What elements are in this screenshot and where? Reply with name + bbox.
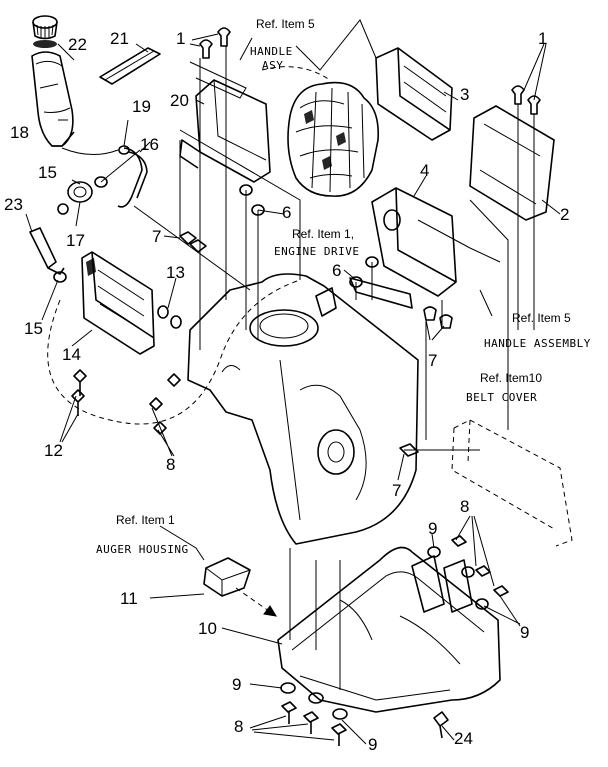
callout-19: 19 — [132, 97, 151, 116]
part-2-cover — [469, 105, 555, 221]
part-22-cap — [32, 15, 58, 48]
part-3-bracket — [375, 47, 453, 141]
part-1-screws-top — [199, 27, 541, 115]
part-11-block — [203, 557, 251, 597]
callout-7-right: 7 — [428, 351, 438, 370]
part-20-bracket — [179, 61, 271, 183]
part-13-washer — [157, 305, 182, 329]
callout-20: 20 — [170, 91, 189, 110]
callout-1-top-right: 1 — [538, 29, 548, 48]
ref-handle-top-line1: HANDLE — [250, 45, 293, 58]
part-21-strip — [99, 47, 161, 85]
callout-1-top-left: 1 — [176, 29, 186, 48]
part-24-bolt — [433, 711, 449, 739]
callout-6-lower: 6 — [332, 261, 342, 280]
callout-9-bottom: 9 — [368, 735, 378, 754]
part-17-knob — [57, 149, 141, 215]
callout-14: 14 — [62, 345, 81, 364]
ref-handle-top: Ref. Item 5 — [256, 17, 315, 31]
part-12-bolts — [71, 369, 87, 416]
callout-leaders — [25, 19, 561, 745]
assembly-lines — [47, 46, 535, 690]
part-7-bolts — [179, 231, 453, 457]
auger-housing-sketch — [187, 273, 419, 545]
callout-3: 3 — [460, 85, 470, 104]
part-18-chute — [31, 51, 75, 147]
callout-11: 11 — [120, 589, 138, 608]
engine-drive-sketch — [261, 66, 380, 197]
ref-auger-name: AUGER HOUSING — [96, 543, 189, 556]
callout-9-right: 9 — [520, 623, 530, 642]
callout-16: 16 — [140, 135, 159, 154]
callout-24: 24 — [454, 729, 473, 748]
part-10-plate — [277, 546, 501, 713]
callout-12: 12 — [44, 441, 63, 460]
callout-10: 10 — [198, 619, 217, 638]
callout-15-upper: 15 — [38, 163, 57, 182]
part-9-washers — [280, 546, 489, 720]
ref-belt-cover: Ref. Item10 — [480, 371, 543, 385]
callout-8-bottom: 8 — [234, 717, 244, 736]
ref-handle-top-line2: ASY — [262, 59, 284, 72]
callout-8-right: 8 — [460, 497, 470, 516]
callout-13: 13 — [166, 263, 185, 282]
callout-7-lower: 7 — [392, 481, 402, 500]
ref-belt-cover-name: BELT COVER — [466, 391, 538, 404]
callout-9-left: 9 — [232, 675, 242, 694]
callout-6-upper: 6 — [282, 203, 292, 222]
callout-2: 2 — [560, 205, 570, 224]
part-23-crank — [29, 227, 67, 283]
callout-15-lower: 15 — [24, 319, 43, 338]
callout-22: 22 — [68, 35, 87, 54]
callout-8-left: 8 — [166, 455, 176, 474]
part-16-rod — [117, 145, 148, 208]
part-4-gusset — [349, 187, 457, 309]
callout-9-upper: 9 — [428, 519, 438, 538]
ref-auger: Ref. Item 1 — [116, 513, 175, 527]
part-14-bracket — [81, 251, 155, 355]
callout-21: 21 — [110, 29, 129, 48]
part-8-bolts-left — [149, 373, 181, 435]
callout-17: 17 — [66, 231, 85, 250]
belt-cover-sketch — [451, 419, 573, 547]
callout-4: 4 — [420, 161, 430, 180]
ref-handle-right: Ref. Item 5 — [512, 311, 571, 325]
ref-handle-right-name: HANDLE ASSEMBLY — [484, 337, 591, 350]
callout-18: 18 — [10, 123, 29, 142]
callout-23: 23 — [4, 195, 23, 214]
callout-7-left: 7 — [152, 227, 162, 246]
ref-engine: Ref. Item 1, — [292, 227, 355, 241]
ref-engine-name: ENGINE DRIVE — [274, 245, 360, 258]
